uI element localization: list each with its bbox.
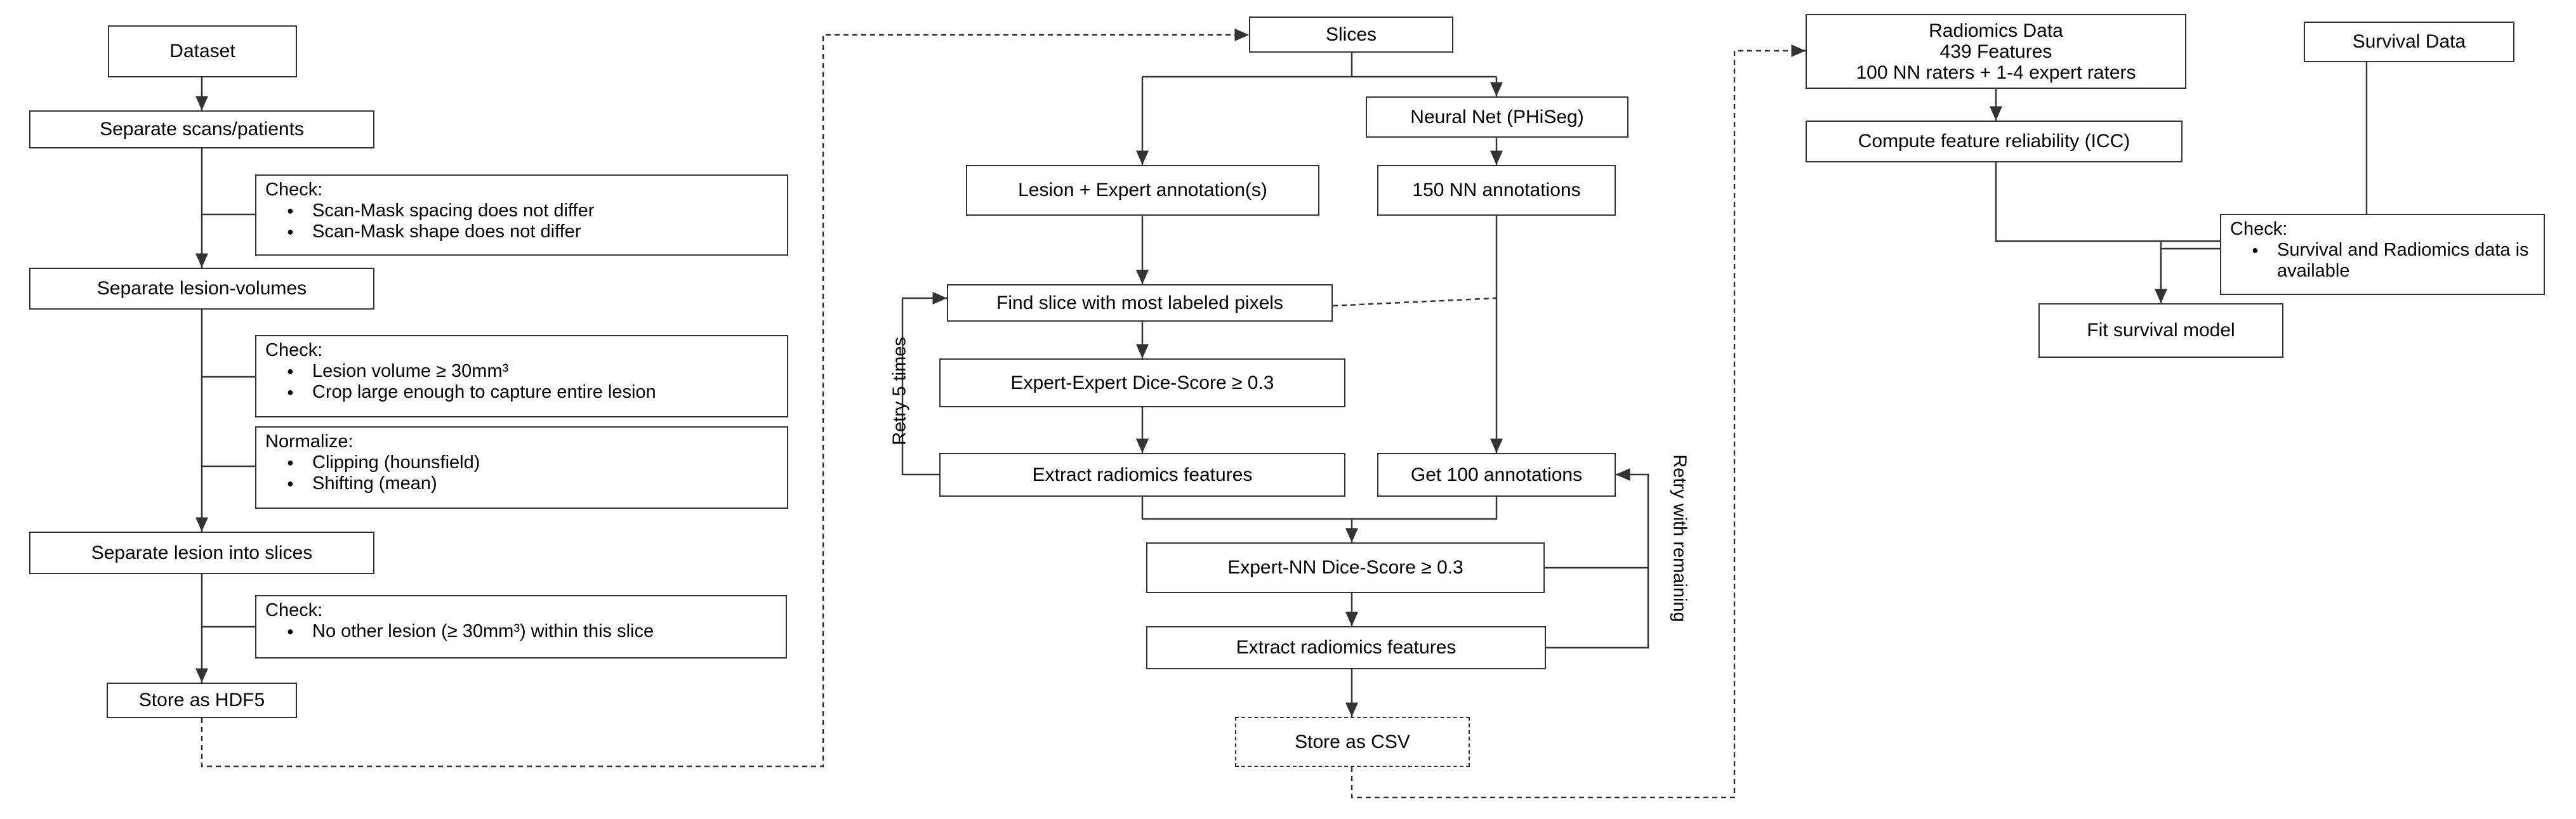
check-scan-mask: Check: Scan-Mask spacing does not differ… bbox=[255, 174, 788, 256]
dataset-box: Dataset bbox=[108, 25, 297, 77]
separate-scans-box: Separate scans/patients bbox=[29, 110, 374, 148]
slices-box: Slices bbox=[1249, 16, 1453, 53]
compute-icc-box: Compute feature reliability (ICC) bbox=[1806, 121, 2183, 162]
nn-150-box: 150 NN annotations bbox=[1377, 165, 1616, 216]
store-hdf5-box: Store as HDF5 bbox=[107, 683, 297, 718]
edge-retry5-loop bbox=[901, 292, 947, 476]
fit-survival-model-box: Fit survival model bbox=[2038, 303, 2283, 358]
expert-nn-box: Expert-NN Dice-Score ≥ 0.3 bbox=[1146, 542, 1545, 593]
lesion-expert-box: Lesion + Expert annotation(s) bbox=[966, 165, 1319, 216]
check-item: Survival and Radiomics data is available bbox=[2252, 240, 2535, 282]
extract-features-2-box: Extract radiomics features bbox=[1146, 626, 1546, 669]
retry-5-times-label: Retry 5 times bbox=[889, 337, 910, 445]
check-lesion-volume: Check: Lesion volume ≥ 30mm³ Crop large … bbox=[255, 335, 788, 417]
normalize-item: Clipping (hounsfield) bbox=[287, 452, 778, 473]
retry-with-remaining-label: Retry with remaining bbox=[1669, 454, 1690, 622]
check-survival-radiomics: Check: Survival and Radiomics data is av… bbox=[2220, 214, 2545, 295]
radiomics-data-box: Radiomics Data 439 Features 100 NN rater… bbox=[1806, 14, 2186, 89]
normalize-box: Normalize: Clipping (hounsfield) Shiftin… bbox=[255, 426, 788, 509]
check-item: No other lesion (≥ 30mm³) within this sl… bbox=[287, 621, 777, 642]
edge-find-dashed bbox=[1332, 297, 1497, 307]
store-csv-box: Store as CSV bbox=[1235, 717, 1470, 767]
get-100-box: Get 100 annotations bbox=[1377, 453, 1616, 497]
find-slice-box: Find slice with most labeled pixels bbox=[947, 284, 1333, 322]
normalize-item: Shifting (mean) bbox=[287, 473, 778, 494]
edge-icc-to-fit bbox=[1995, 162, 2167, 303]
separate-lesion-volumes-box: Separate lesion-volumes bbox=[29, 268, 374, 310]
check-other-lesion: Check: No other lesion (≥ 30mm³) within … bbox=[255, 595, 787, 658]
survival-data-box: Survival Data bbox=[2304, 22, 2514, 62]
check-item: Scan-Mask spacing does not differ bbox=[287, 200, 778, 221]
check-item: Lesion volume ≥ 30mm³ bbox=[287, 361, 778, 382]
check-item: Crop large enough to capture entire lesi… bbox=[287, 382, 778, 403]
edge-merge-to-expert-nn bbox=[1141, 497, 1498, 520]
expert-expert-box: Expert-Expert Dice-Score ≥ 0.3 bbox=[939, 358, 1345, 407]
separate-slices-box: Separate lesion into slices bbox=[29, 532, 374, 574]
edge-csv-to-radiomics bbox=[1351, 44, 1806, 799]
edge-retry-remaining-loop bbox=[1546, 468, 1649, 649]
neural-net-box: Neural Net (PHiSeg) bbox=[1366, 96, 1628, 138]
check-item: Scan-Mask shape does not differ bbox=[287, 221, 778, 242]
extract-features-1-box: Extract radiomics features bbox=[939, 453, 1345, 497]
edge-hdf5-to-slices bbox=[201, 29, 1249, 768]
